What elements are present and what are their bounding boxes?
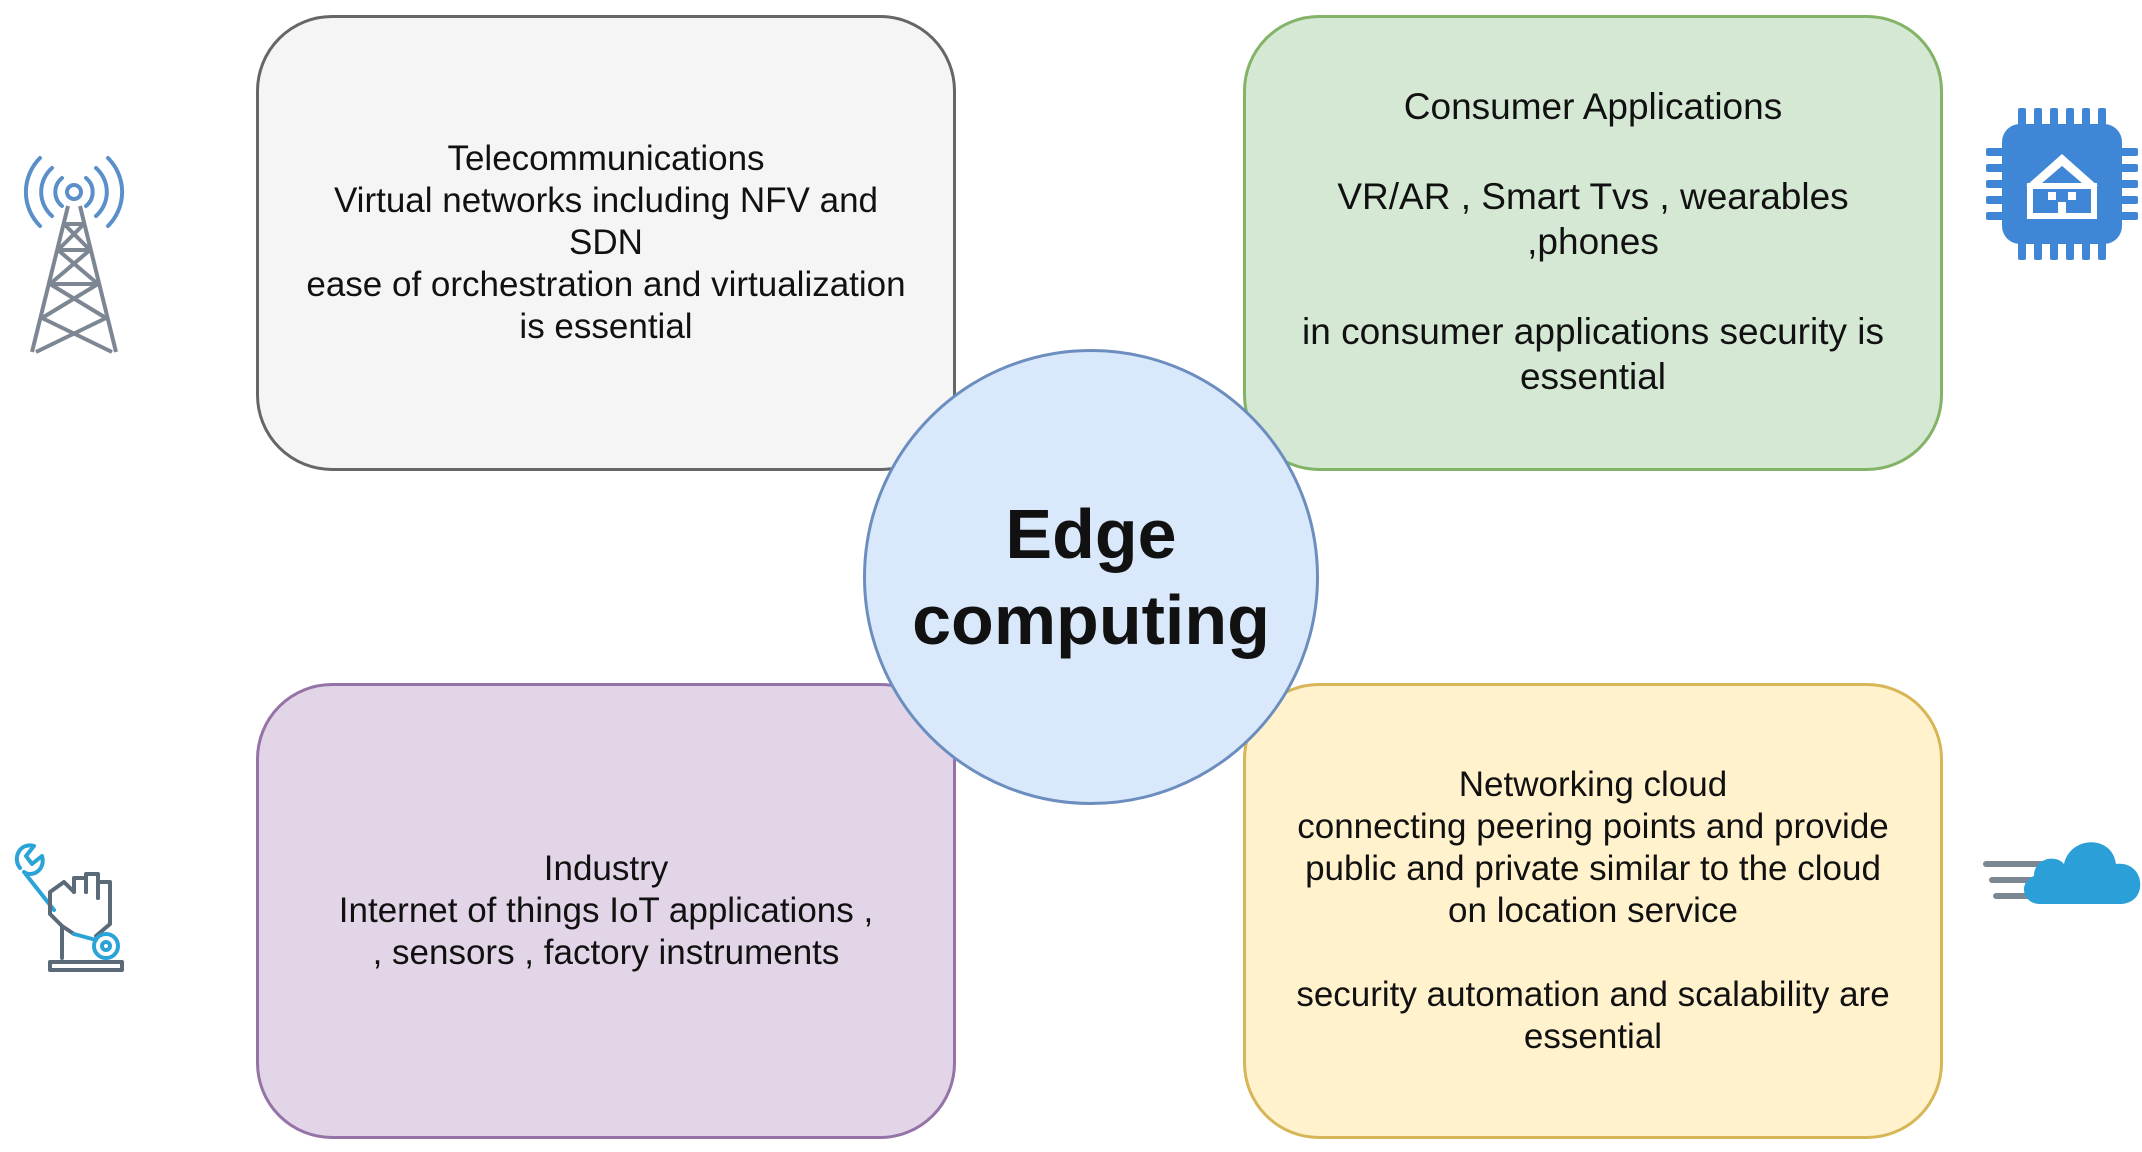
telecom-title: Telecommunications xyxy=(447,139,765,178)
telecom-line: is essential xyxy=(519,307,693,346)
networking-line: connecting peering points and provide xyxy=(1297,807,1889,846)
consumer-card: Consumer Applications VR/AR , Smart Tvs … xyxy=(1243,15,1943,471)
edge-computing-circle: Edge computing xyxy=(863,349,1319,805)
consumer-line: ,phones xyxy=(1527,221,1659,262)
telecom-line: ease of orchestration and virtualization xyxy=(306,265,906,304)
center-title: computing xyxy=(912,581,1270,659)
consumer-line: essential xyxy=(1519,356,1667,397)
center-title: Edge xyxy=(1005,495,1177,573)
networking-line: security automation and scalability are xyxy=(1296,975,1890,1014)
robotic-arm-icon xyxy=(14,843,124,972)
smart-home-chip-icon xyxy=(1986,108,2138,260)
consumer-line: in consumer applications security is xyxy=(1302,311,1884,352)
networking-line: essential xyxy=(1523,1017,1663,1056)
fast-cloud-icon xyxy=(1983,842,2141,904)
networking-title: Networking cloud xyxy=(1458,765,1728,804)
industry-line: Internet of things IoT applications , xyxy=(338,891,874,930)
telecom-card: Telecommunications Virtual networks incl… xyxy=(256,15,956,471)
industry-line: , sensors , factory instruments xyxy=(372,933,840,972)
consumer-line: VR/AR , Smart Tvs , wearables xyxy=(1337,176,1849,217)
industry-title: Industry xyxy=(543,849,669,888)
radio-tower-icon xyxy=(23,156,125,354)
networking-line: public and private similar to the cloud xyxy=(1305,849,1881,888)
telecom-line: SDN xyxy=(569,223,643,262)
networking-line: on location service xyxy=(1448,891,1738,930)
telecom-line: Virtual networks including NFV and xyxy=(333,181,879,220)
consumer-title: Consumer Applications xyxy=(1403,86,1783,127)
industry-card: Industry Internet of things IoT applicat… xyxy=(256,683,956,1139)
networking-card: Networking cloud connecting peering poin… xyxy=(1243,683,1943,1139)
